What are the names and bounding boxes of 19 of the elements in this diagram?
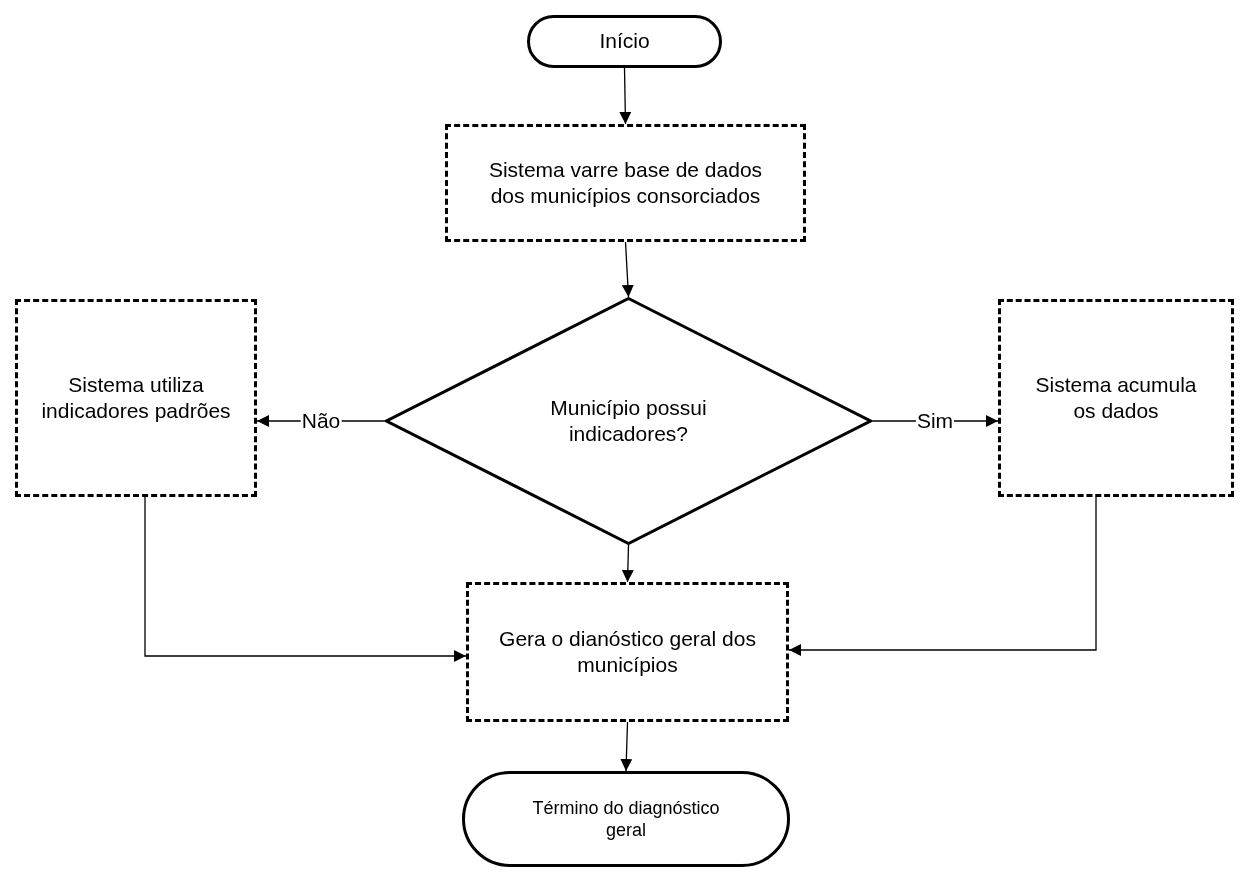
arrow	[144, 496, 467, 662]
node-text: Município possui indicadores?	[549, 394, 708, 447]
decision-diamond	[385, 297, 872, 545]
node-text: Gera o dianóstico geral dos municípios	[498, 625, 757, 678]
arrow	[621, 241, 634, 298]
node-text: Início	[599, 28, 650, 55]
process-box	[445, 124, 806, 242]
arrow	[621, 544, 634, 583]
process-box	[466, 582, 789, 722]
terminal-shape	[527, 15, 722, 68]
process-box	[15, 299, 257, 497]
process-box	[998, 299, 1234, 497]
arrow	[620, 721, 633, 772]
arrow	[788, 496, 1097, 656]
node-text: Sistema acumula os dados	[1034, 371, 1198, 424]
arrow	[619, 67, 632, 125]
node-text: Término do diagnóstico geral	[531, 796, 721, 842]
node-text: Sistema utiliza indicadores padrões	[40, 371, 232, 424]
node-text: Sistema varre base de dados dos municípios consorciados	[487, 156, 764, 209]
